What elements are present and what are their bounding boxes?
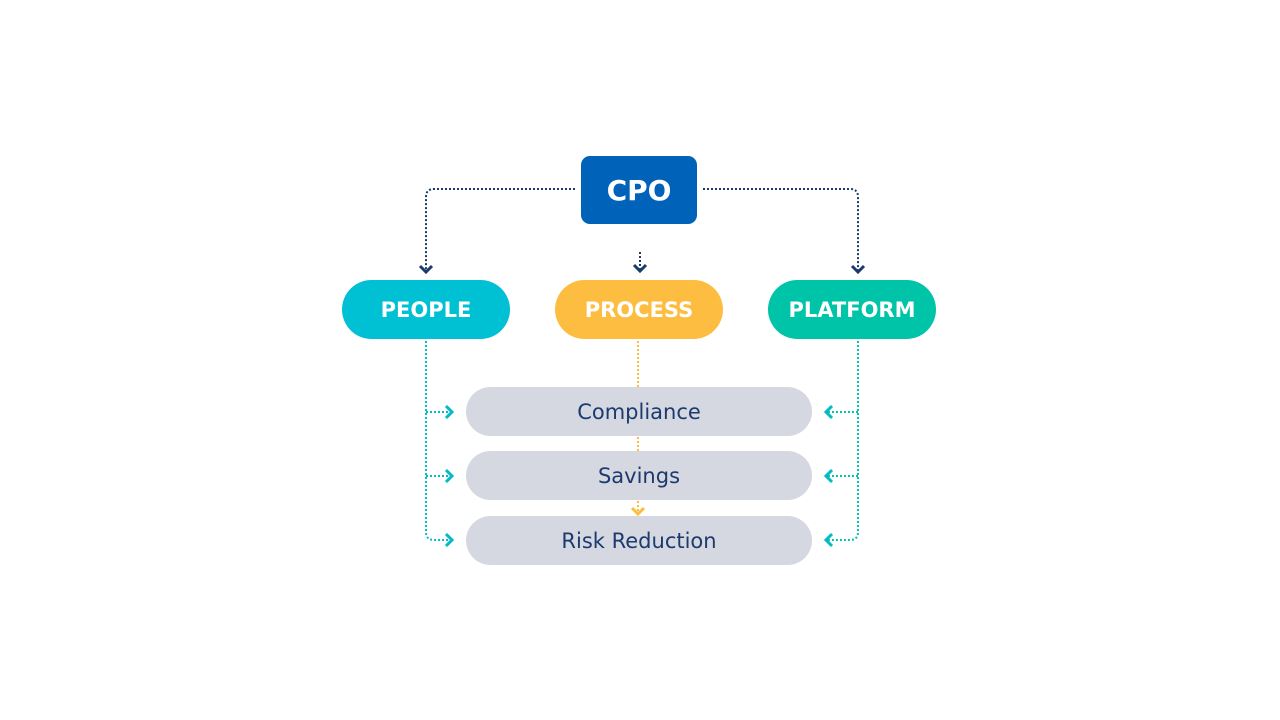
people-node: PEOPLE [342,280,510,339]
outcome-label: Compliance [577,399,701,424]
outcome-savings: Savings [466,451,812,500]
cpo-label: CPO [606,173,672,207]
process-node: PROCESS [555,280,723,339]
cpo-node: CPO [581,156,697,224]
outcome-label: Risk Reduction [561,528,717,553]
platform-node: PLATFORM [768,280,936,339]
outcome-risk-reduction: Risk Reduction [466,516,812,565]
people-label: PEOPLE [380,297,472,322]
cpo-to-people-line [418,188,575,275]
platform-label: PLATFORM [788,297,916,322]
people-line [425,341,455,548]
platform-line [823,341,859,548]
outcome-label: Savings [597,463,681,488]
process-label: PROCESS [584,297,694,322]
cpo-to-platform-line [703,188,866,275]
outcome-compliance: Compliance [466,387,812,436]
